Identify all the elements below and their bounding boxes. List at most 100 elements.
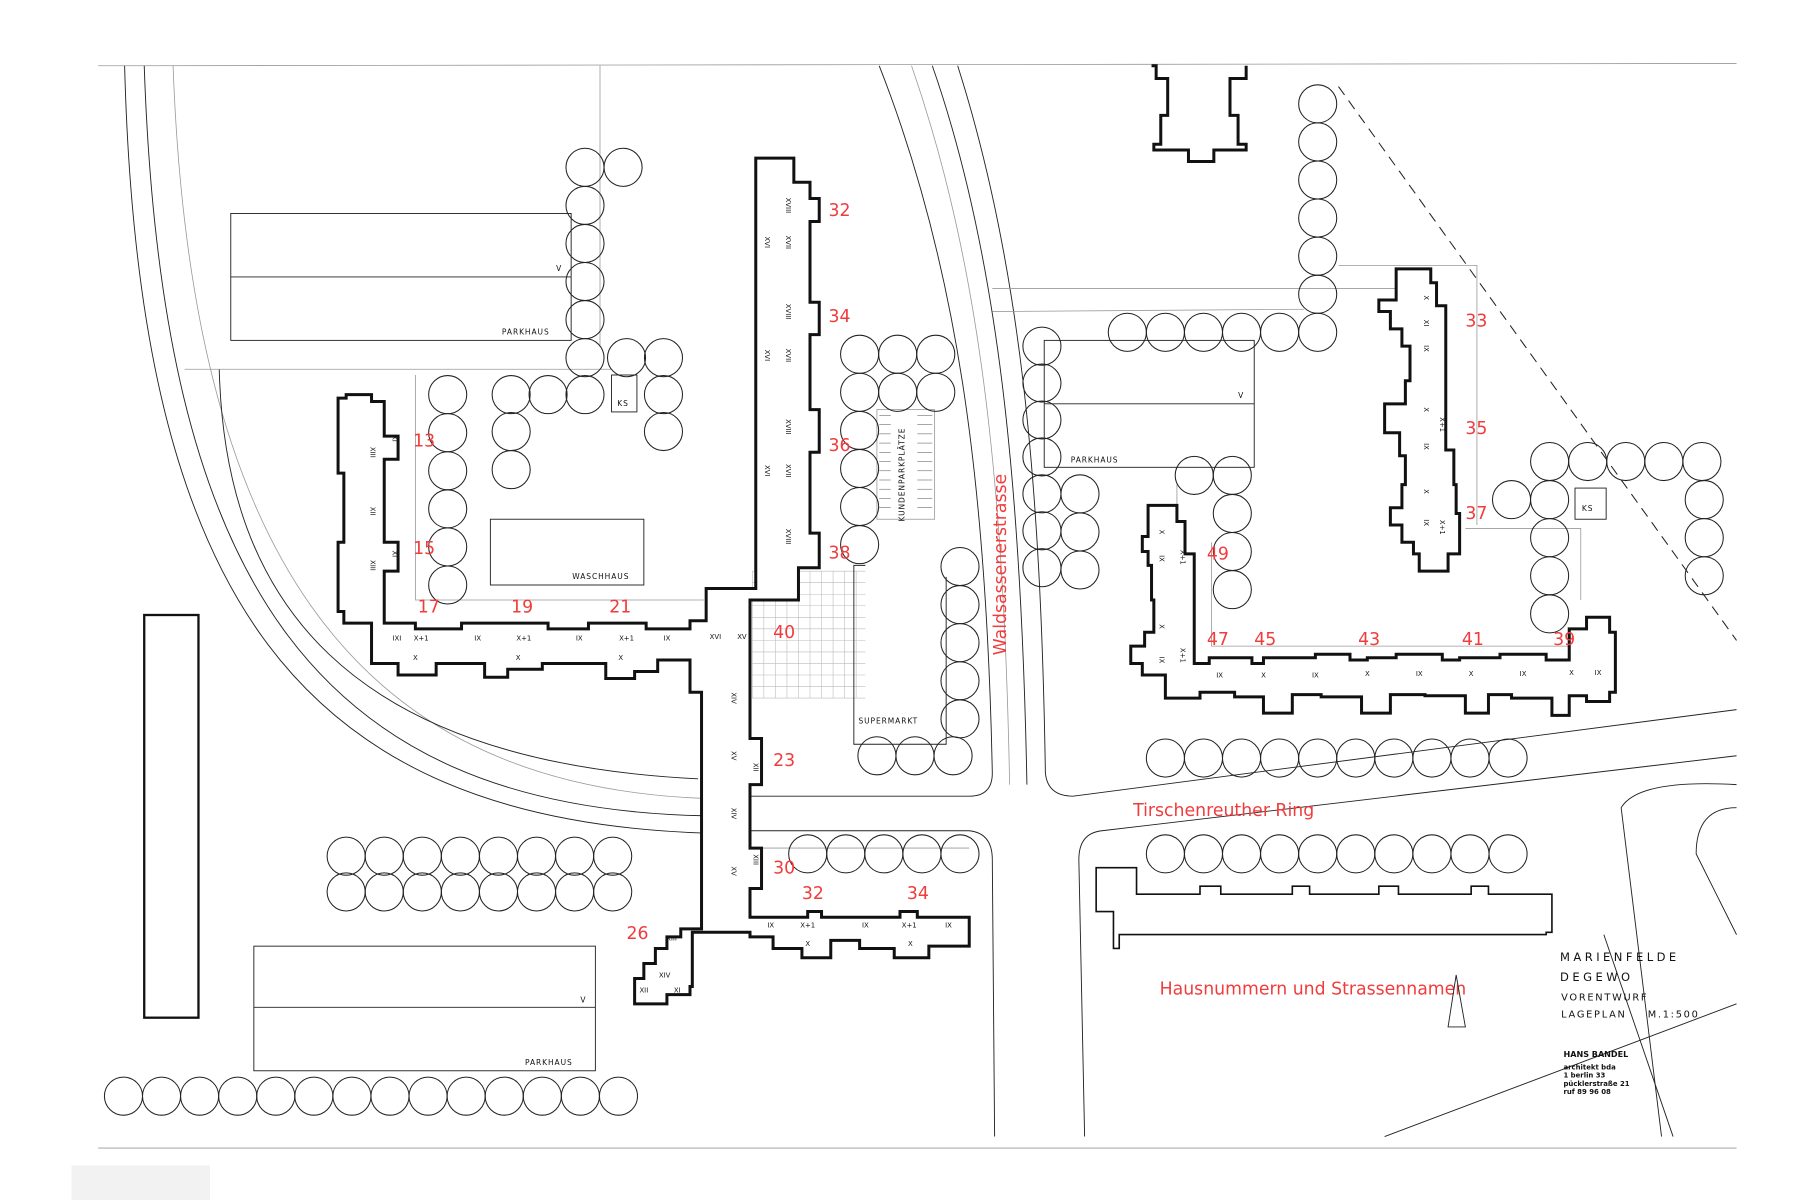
floor-count-label: XI xyxy=(390,435,398,442)
tree-icon xyxy=(364,872,404,912)
floor-count-label: XII xyxy=(368,507,376,516)
house-number: 15 xyxy=(413,539,435,559)
house-number: 49 xyxy=(1207,545,1229,565)
floor-count-label: IX xyxy=(945,922,952,930)
floor-count-label: X xyxy=(1422,407,1430,412)
floor-count-label: XIII xyxy=(368,560,376,571)
floor-count-label: X xyxy=(805,940,810,948)
tree-icon xyxy=(565,338,605,378)
tree-icon xyxy=(933,736,973,776)
facility-labels: PARKHAUS V PARKHAUS V PARKHAUS V WASCHHA… xyxy=(502,264,1594,1067)
tree-icon xyxy=(940,834,980,874)
tree-icon xyxy=(1060,550,1100,590)
tree-icon xyxy=(364,836,404,876)
house-number: 13 xyxy=(413,432,435,452)
parkhaus-e-label: PARKHAUS xyxy=(1071,456,1119,465)
tree-icon xyxy=(1260,738,1300,778)
tree-icon xyxy=(560,1076,600,1116)
tree-icon xyxy=(141,1076,182,1116)
title-plan: LAGEPLAN xyxy=(1561,1010,1626,1021)
tree-icon xyxy=(440,836,480,876)
tree-icon xyxy=(555,872,595,912)
tree-icon xyxy=(440,872,480,912)
tree-icon xyxy=(603,147,643,187)
tree-icon xyxy=(428,451,468,491)
tree-icon xyxy=(1412,738,1452,778)
tree-icon xyxy=(1212,570,1252,610)
parkhaus-sw xyxy=(253,945,596,1072)
floor-count-label: X xyxy=(1261,671,1266,679)
tree-icon xyxy=(1682,441,1722,482)
tree-icon xyxy=(643,411,684,452)
floor-count-label: XV xyxy=(730,866,738,876)
house-number: 34 xyxy=(828,307,850,327)
floor-count-label: IX xyxy=(1595,669,1602,677)
architect-line: 1 berlin 33 xyxy=(1563,1072,1605,1080)
house-number: 39 xyxy=(1553,630,1575,650)
house-number: 26 xyxy=(627,924,649,944)
tree-icon xyxy=(1022,548,1062,588)
parkhaus-sw-v: V xyxy=(580,996,586,1005)
floor-count-label: XVIII xyxy=(784,529,792,545)
tree-icon xyxy=(1530,556,1570,596)
floor-count-label: X+1 xyxy=(414,634,429,642)
floor-count-label: XIV xyxy=(730,808,738,820)
supermarkt-label: SUPERMARKT xyxy=(858,716,918,725)
tree-icon xyxy=(606,338,647,378)
tree-icon xyxy=(940,661,980,701)
floor-count-label: IX xyxy=(664,634,671,642)
building-southeast-l xyxy=(1129,503,1617,717)
tree-icon xyxy=(1298,738,1338,778)
house-number: 45 xyxy=(1254,630,1276,650)
title-project: MARIENFELDE xyxy=(1560,950,1680,964)
tree-icon xyxy=(408,1076,448,1116)
floor-count-label: IX xyxy=(1422,519,1430,526)
house-number: 35 xyxy=(1465,419,1487,439)
floor-count-label: IX xyxy=(1216,671,1223,679)
tree-icon xyxy=(916,372,956,412)
parkhaus-sw-label: PARKHAUS xyxy=(525,1058,573,1067)
house-number: 23 xyxy=(773,751,795,771)
tree-icon xyxy=(1336,738,1376,778)
floor-count-label: X+1 xyxy=(619,634,634,642)
waschhaus xyxy=(489,518,645,586)
ks-east-label: KS xyxy=(1582,504,1594,513)
tree-icon xyxy=(1212,455,1252,495)
tree-icon xyxy=(916,334,956,374)
tree-icon xyxy=(446,1076,486,1116)
property-boundary-dashed xyxy=(1338,86,1737,641)
tree-icon xyxy=(1260,312,1300,352)
house-number: 30 xyxy=(773,858,795,878)
floor-count-label: X+1 xyxy=(1178,648,1186,663)
kundenparkplaetze-label: KUNDENPARKPLÄTZE xyxy=(898,428,907,522)
title-stage: VORENTWURF xyxy=(1561,992,1648,1003)
street-name-tirschenreuther-ring: Tirschenreuther Ring xyxy=(1132,801,1314,821)
tree-icon xyxy=(1022,511,1062,551)
tree-icon xyxy=(256,1076,296,1116)
house-number: 21 xyxy=(609,598,631,618)
tree-icon xyxy=(1336,834,1376,874)
floor-count-label: XIII xyxy=(666,934,677,942)
sheet-border xyxy=(71,63,1737,1200)
floor-count-label: X xyxy=(1569,669,1574,677)
architect-line: pücklerstraße 21 xyxy=(1563,1080,1629,1088)
tree-icon xyxy=(1022,326,1062,366)
tree-icon xyxy=(1684,518,1724,558)
tree-icon xyxy=(1174,455,1214,495)
tree-icon xyxy=(878,334,918,374)
title-block: MARIENFELDE DEGEWO VORENTWURF LAGEPLAN M… xyxy=(1447,950,1698,1096)
tree-icon xyxy=(565,261,605,302)
tree-icon xyxy=(294,1076,334,1116)
tree-icon xyxy=(593,836,633,876)
architect-name: HANS BANDEL xyxy=(1563,1050,1628,1059)
ks-west-box xyxy=(611,374,638,413)
house-number: 34 xyxy=(907,884,929,904)
tree-icon xyxy=(864,834,904,874)
tree-icon xyxy=(1488,834,1528,874)
tree-icon xyxy=(1221,738,1262,778)
floor-count-label: X+1 xyxy=(902,922,917,930)
tree-icon xyxy=(1530,480,1570,520)
floor-count-label: IX xyxy=(1422,345,1430,352)
tree-icon xyxy=(1298,834,1338,874)
